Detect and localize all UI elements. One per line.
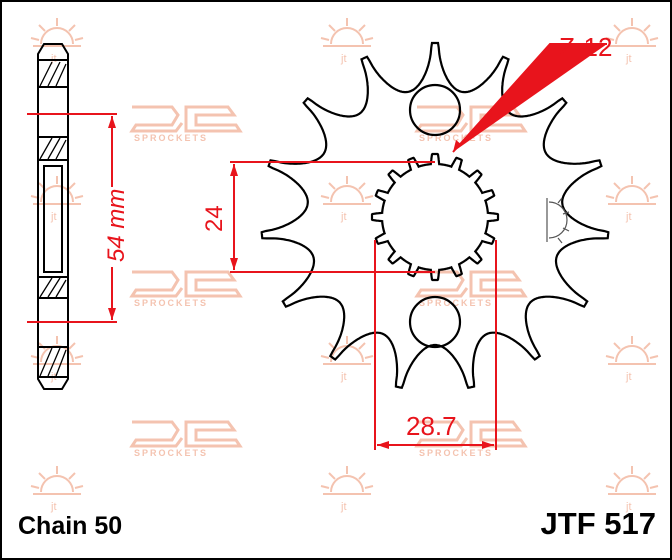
watermark-sun-icon [605, 175, 659, 224]
watermark-sun-icon [320, 175, 374, 224]
hole-spacing-label: 28.7 [406, 411, 457, 441]
watermark-logo [415, 270, 527, 310]
dimension-lines [27, 43, 607, 450]
spline-dimension-label: 24 [201, 205, 228, 232]
watermark-logo [130, 105, 242, 145]
height-dimension-label: 54 mm [103, 189, 130, 262]
sprocket-outline [260, 41, 610, 390]
bolt-hole-bottom [408, 295, 462, 349]
watermark-logo [130, 420, 242, 460]
spline-outline [370, 152, 500, 282]
watermark-logo [130, 270, 242, 310]
watermark-sun-icon [30, 465, 84, 514]
rotation-symbol-icon [546, 197, 570, 244]
watermark-sun-icon [605, 17, 659, 66]
bolt-hole-top [408, 83, 462, 137]
watermark-sun-icon [320, 335, 374, 384]
part-number-label: JTF 517 [540, 506, 656, 541]
chain-size-label: Chain 50 [18, 512, 123, 540]
teeth-count-label: Z-12 [559, 32, 612, 62]
watermark-sun-icon [605, 335, 659, 384]
side-view [37, 43, 69, 390]
watermark-sun-icon [320, 465, 374, 514]
watermark-layer [30, 17, 659, 514]
